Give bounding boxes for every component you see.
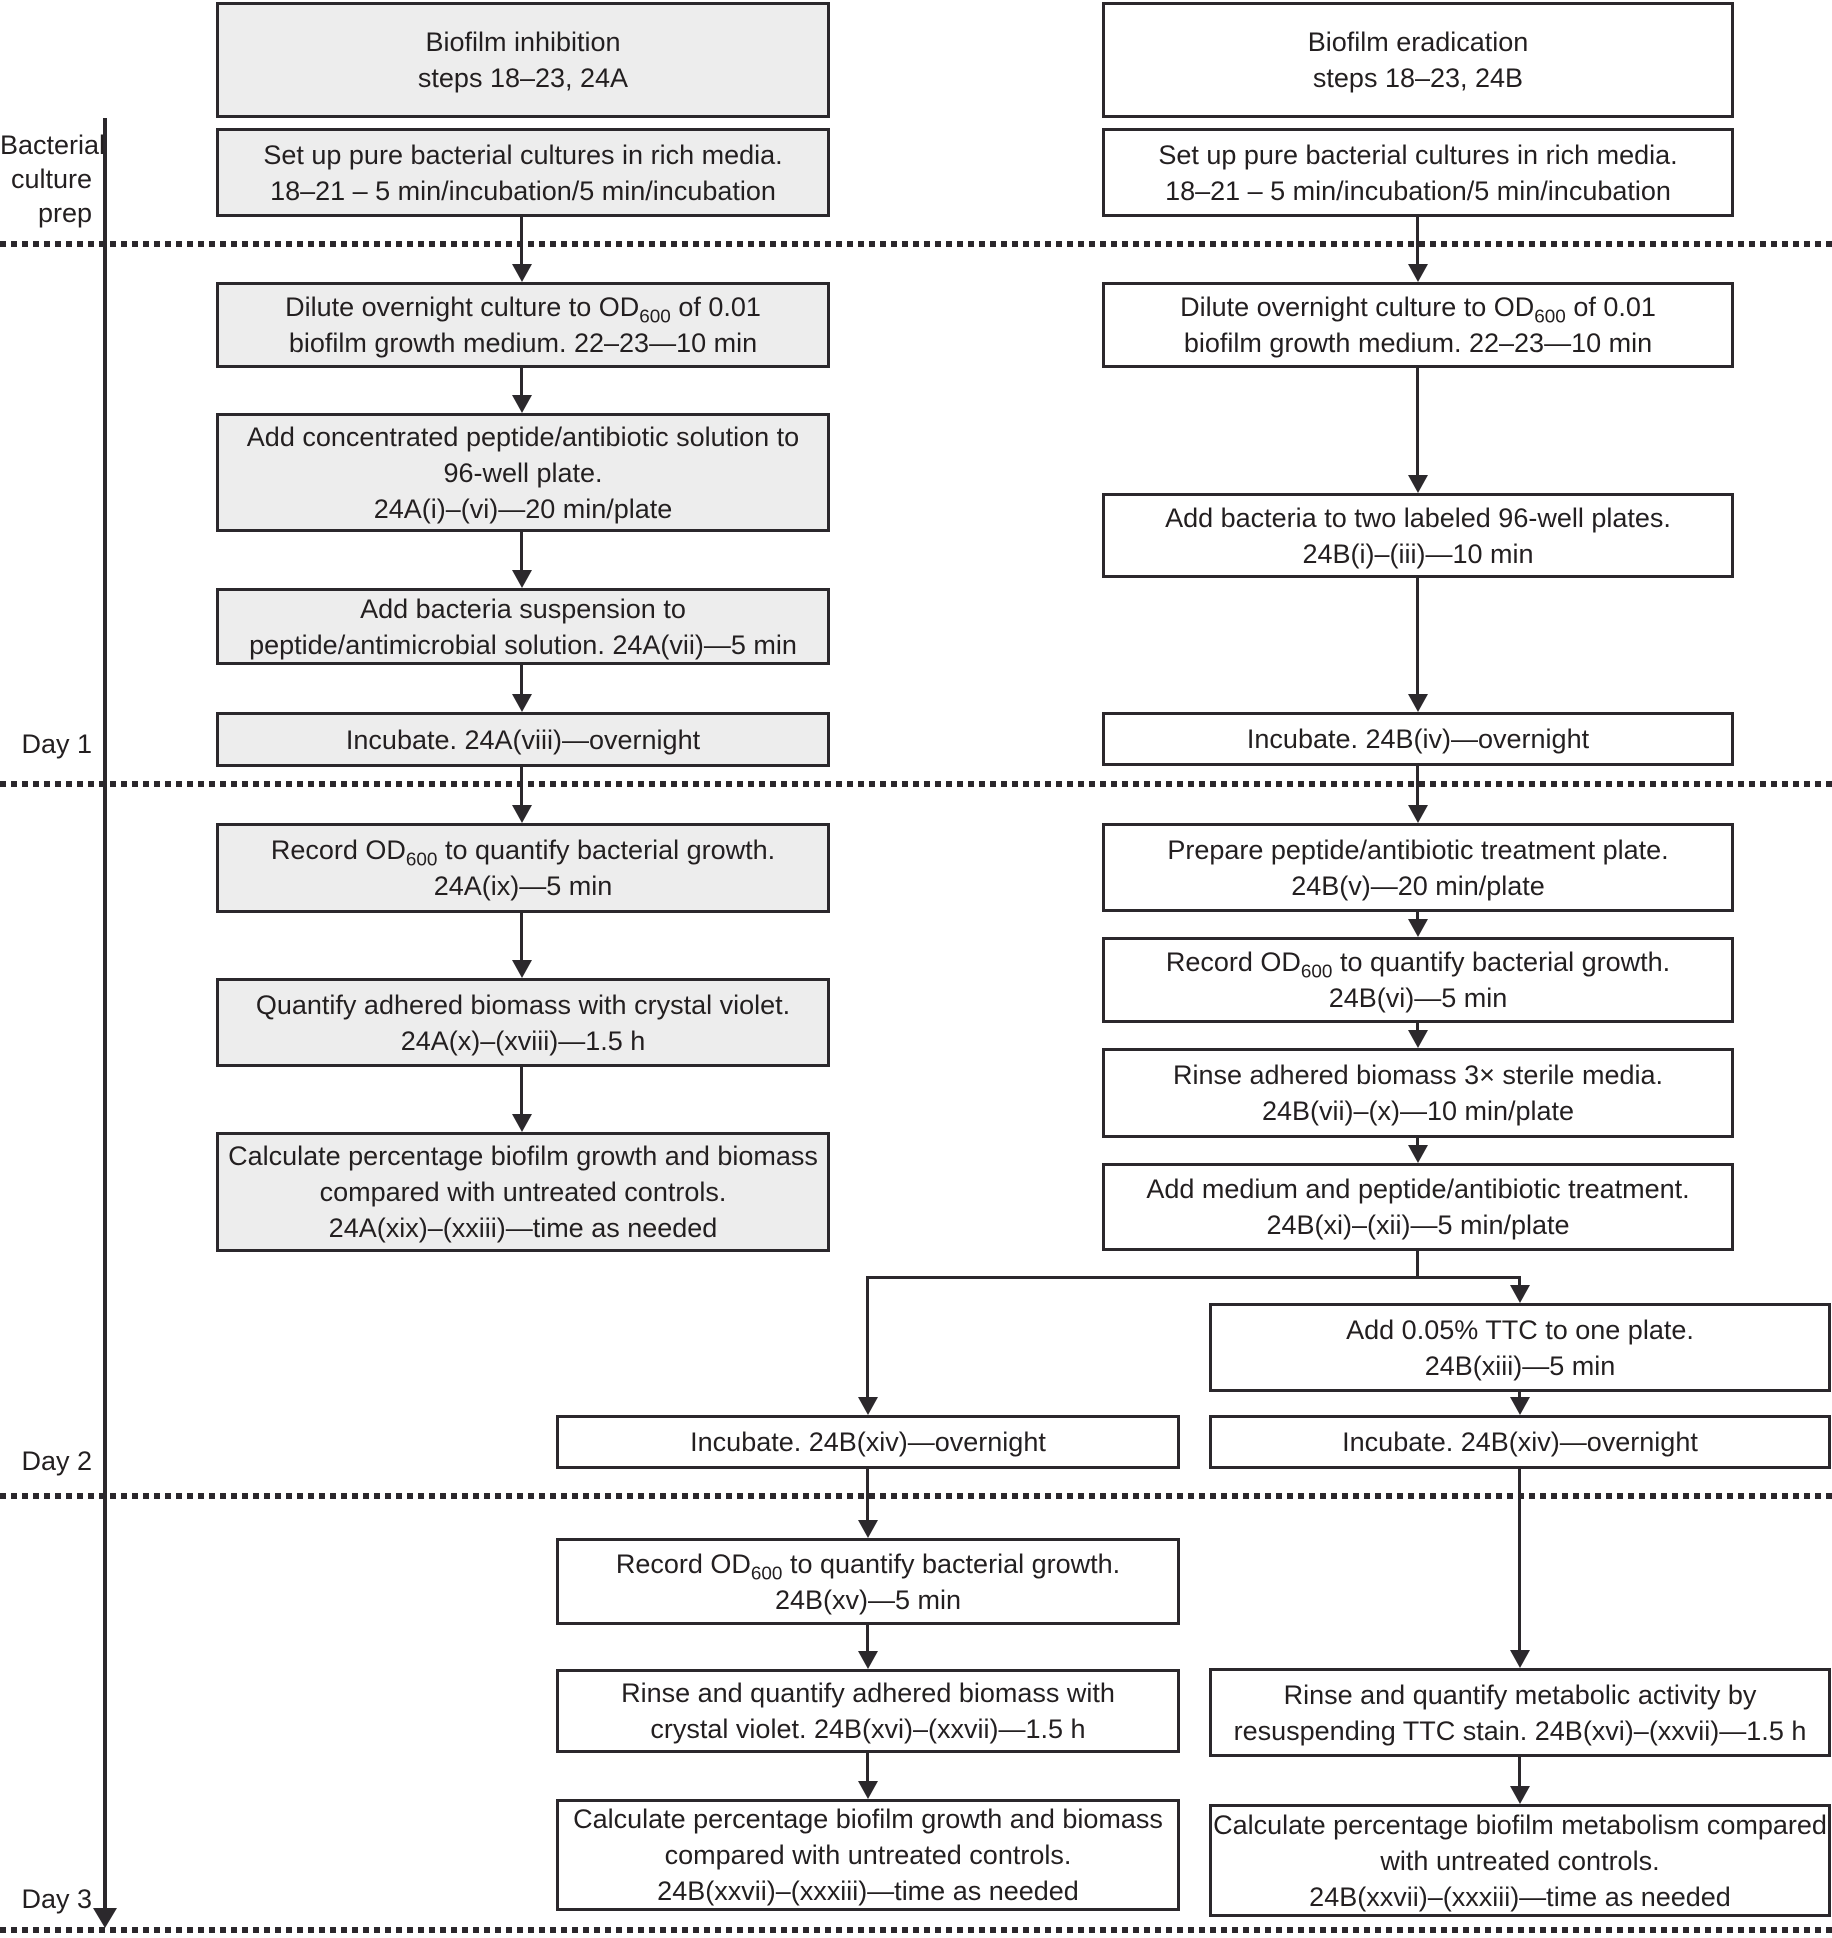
label-day-1: Day 1 [21, 729, 92, 759]
box-eradication-incubate: Incubate. 24B(iv)—overnight [1102, 712, 1734, 766]
arrow-eradication-record-rinse [1416, 1023, 1419, 1030]
arrowhead-icon [1408, 694, 1428, 712]
arrow-inhibition-addsuspension-incubate [520, 665, 523, 694]
box-eradication-incubate-right: Incubate. 24B(xiv)—overnight [1209, 1415, 1831, 1469]
arrowhead-icon [512, 570, 532, 588]
arrow-eradication-addplates-incubate [1416, 578, 1419, 694]
box-inhibition-record-od: Record OD600 to quantify bacterial growt… [216, 823, 830, 913]
separator-prep-day1 [0, 241, 1832, 247]
arrowhead-icon [512, 1114, 532, 1132]
arrow-eradication-prepare-record [1416, 912, 1419, 919]
box-eradication-rinse-ttc: Rinse and quantify metabolic activity by… [1209, 1668, 1831, 1757]
separator-day1-day2 [0, 781, 1832, 787]
arrowhead-icon [858, 1651, 878, 1669]
box-eradication-setup: Set up pure bacterial cultures in rich m… [1102, 128, 1734, 217]
box-eradication-dilute: Dilute overnight culture to OD600 of 0.0… [1102, 282, 1734, 368]
arrow-eradication-incubate-prepare [1416, 766, 1419, 805]
arrow-eradication-dilute-addplates [1416, 368, 1419, 475]
box-eradication-ttc: Add 0.05% TTC to one plate.24B(xiii)—5 m… [1209, 1303, 1831, 1392]
arrowhead-icon [1510, 1786, 1530, 1804]
arrowhead-icon [1408, 264, 1428, 282]
arrowhead-icon [1510, 1285, 1530, 1303]
arrow-inhibition-addpeptide-addsuspension [520, 532, 523, 570]
separator-bottom [0, 1927, 1832, 1933]
arrow-inhibition-quantify-calculate [520, 1067, 523, 1114]
box-eradication-incubate-left: Incubate. 24B(xiv)—overnight [556, 1415, 1180, 1469]
branch-horizontal-line [866, 1276, 1521, 1279]
box-eradication-add-plates: Add bacteria to two labeled 96-well plat… [1102, 493, 1734, 578]
branch-left-drop [866, 1276, 869, 1397]
box-inhibition-dilute: Dilute overnight culture to OD600 of 0.0… [216, 282, 830, 368]
arrowhead-icon [1408, 805, 1428, 823]
box-inhibition-calculate: Calculate percentage biofilm growth and … [216, 1132, 830, 1252]
arrow-rinsecv-calcbiomass [866, 1753, 869, 1781]
arrow-rinsettc-calcmetabolism [1518, 1757, 1521, 1786]
arrowhead-icon [858, 1781, 878, 1799]
arrow-eradication-rinse-addmedium [1416, 1138, 1419, 1145]
arrow-ttc-incubate [1518, 1392, 1521, 1397]
arrowhead-icon [512, 805, 532, 823]
label-day-3: Day 3 [21, 1884, 92, 1914]
branch-right-drop [1518, 1276, 1521, 1285]
separator-day2-day3 [0, 1493, 1832, 1499]
arrow-inhibition-dilute-addpeptide [520, 368, 523, 395]
box-eradication-record-od-xv: Record OD600 to quantify bacterial growt… [556, 1538, 1180, 1625]
arrow-inhibition-setup-dilute [520, 217, 523, 264]
arrow-recordxv-rinsecv [866, 1625, 869, 1651]
arrowhead-icon [512, 395, 532, 413]
branch-stub [1416, 1251, 1419, 1279]
arrowhead-icon [1408, 919, 1428, 937]
arrowhead-icon [1408, 1030, 1428, 1048]
box-eradication-calc-biomass: Calculate percentage biofilm growth and … [556, 1799, 1180, 1911]
arrowhead-icon [512, 694, 532, 712]
arrow-incubateleft-recordxv [866, 1469, 869, 1520]
timeline-line [103, 118, 107, 1908]
arrowhead-icon [512, 264, 532, 282]
box-eradication-add-medium: Add medium and peptide/antibiotic treatm… [1102, 1163, 1734, 1251]
arrow-inhibition-record-quantify [520, 913, 523, 960]
arrowhead-icon [858, 1520, 878, 1538]
box-inhibition-quantify: Quantify adhered biomass with crystal vi… [216, 978, 830, 1067]
box-eradication-prepare: Prepare peptide/antibiotic treatment pla… [1102, 823, 1734, 912]
box-inhibition-add-peptide: Add concentrated peptide/antibiotic solu… [216, 413, 830, 532]
arrow-eradication-setup-dilute [1416, 217, 1419, 264]
timeline-arrow-icon [93, 1908, 117, 1928]
box-eradication-calc-metabolism: Calculate percentage biofilm metabolism … [1209, 1804, 1831, 1917]
arrowhead-icon [1510, 1650, 1530, 1668]
arrow-inhibition-incubate-record [520, 767, 523, 805]
box-inhibition-setup: Set up pure bacterial cultures in rich m… [216, 128, 830, 217]
arrow-incubateright-rinsettc [1518, 1469, 1521, 1650]
arrowhead-icon [512, 960, 532, 978]
arrowhead-icon [1408, 475, 1428, 493]
box-inhibition-incubate: Incubate. 24A(viii)—overnight [216, 712, 830, 767]
arrowhead-icon [1408, 1145, 1428, 1163]
arrowhead-icon [1510, 1397, 1530, 1415]
arrowhead-icon [858, 1397, 878, 1415]
box-eradication-record-od: Record OD600 to quantify bacterial growt… [1102, 937, 1734, 1023]
box-eradication-rinse: Rinse adhered biomass 3× sterile media.2… [1102, 1048, 1734, 1138]
label-day-2: Day 2 [21, 1446, 92, 1476]
